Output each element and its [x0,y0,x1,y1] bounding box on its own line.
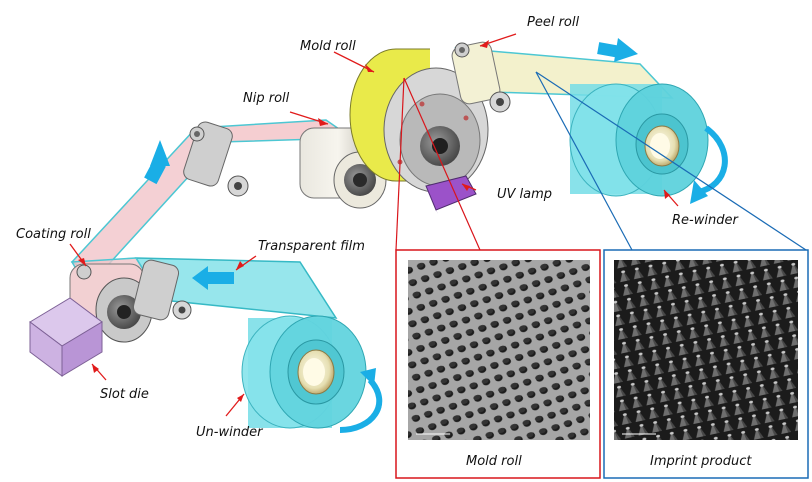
label-transparent-film: Transparent film [258,239,365,254]
label-nip-roll: Nip roll [243,91,290,106]
mold-roll-connectors [395,77,481,251]
rewind-rotation-arrow [697,125,728,195]
label-peel-roll: Peel roll [527,15,580,30]
imprint-connectors [535,71,807,251]
unwind-rotation-arrow [339,377,383,433]
slot-die [29,297,103,377]
guide-roll-lower [132,259,192,321]
direction-arrow-up [144,140,170,185]
imprint-panel-caption: Imprint product [650,454,752,469]
un-winder [241,315,367,429]
mold-roll-sem-image [408,260,590,440]
peel-roll [451,41,511,113]
direction-arrow-left [192,266,234,290]
label-coating-roll: Coating roll [16,227,91,242]
label-mold-roll: Mold roll [300,39,356,54]
mold-roll-panel-caption: Mold roll [466,454,522,469]
label-slot-die: Slot die [100,387,149,402]
label-un-winder: Un-winder [196,425,263,440]
label-uv-lamp: UV lamp [497,187,553,202]
label-re-winder: Re-winder [672,213,738,228]
direction-arrow-right [597,38,638,62]
imprint-sem-image [614,260,798,440]
guide-roll-upper [183,121,249,197]
re-winder [569,83,709,197]
